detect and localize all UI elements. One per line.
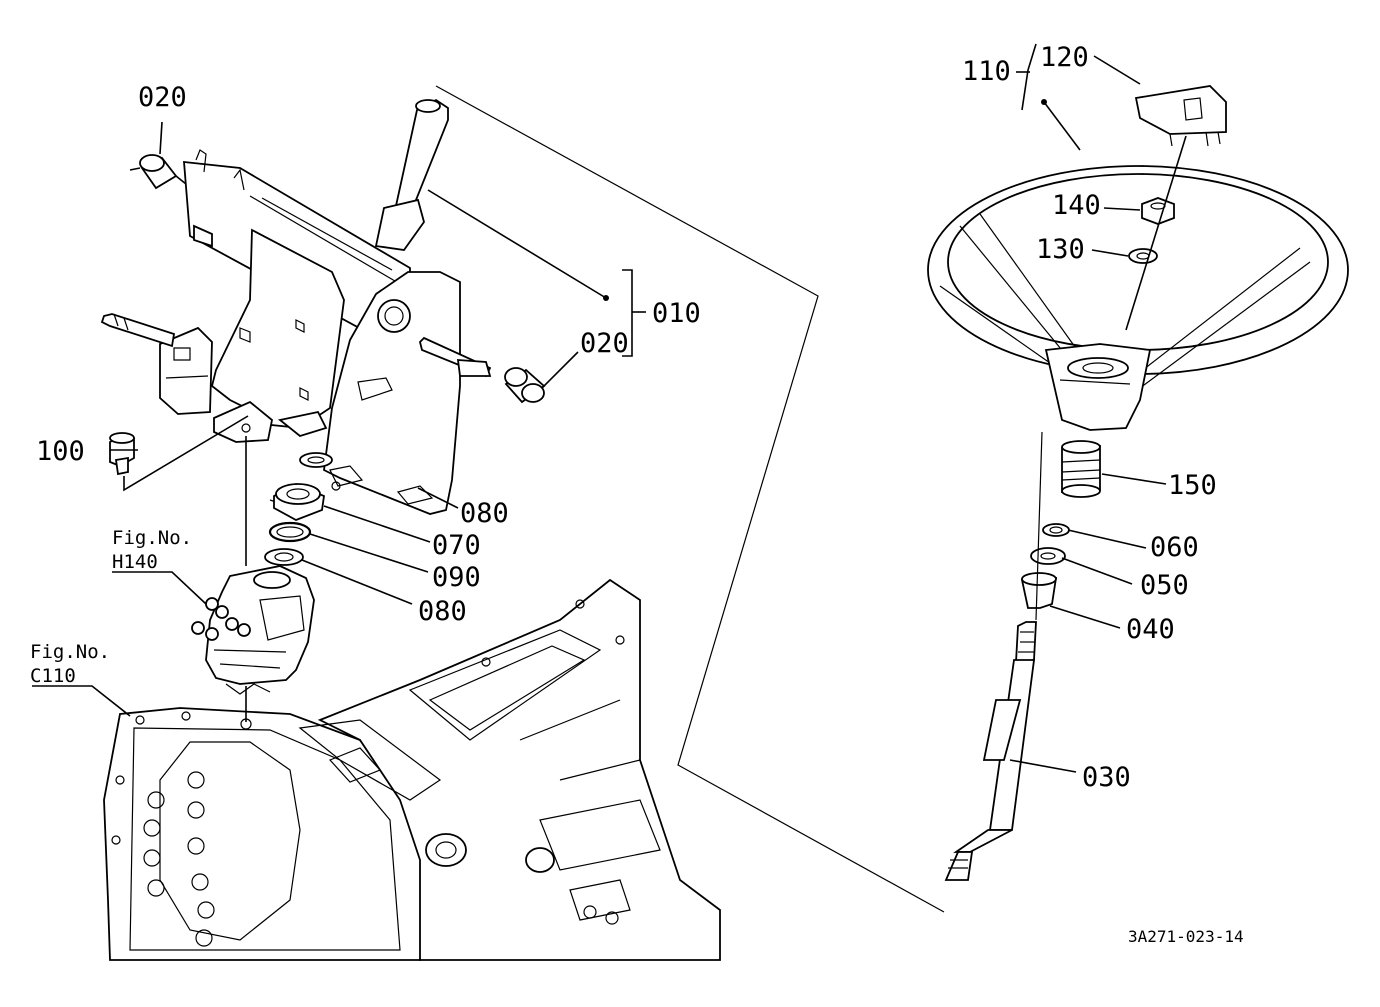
callout-130: 130	[1036, 234, 1085, 265]
callout-030: 030	[1082, 762, 1131, 793]
figure-ref-h140-prefix: Fig.No.	[112, 527, 192, 549]
steering-shaft	[944, 431, 1043, 881]
callout-100: 100	[36, 436, 85, 467]
horn-cap	[1134, 85, 1227, 147]
figure-ref-h140: Fig.No. H140	[112, 527, 192, 573]
callout-050: 050	[1140, 570, 1189, 601]
steering-wheel	[927, 165, 1349, 431]
assembly-outline	[435, 85, 945, 913]
washer-080-upper	[299, 452, 333, 468]
callout-020-top: 020	[138, 82, 187, 113]
spline-bush-150	[1061, 440, 1101, 498]
washer-060	[1042, 523, 1070, 537]
callout-140: 140	[1052, 190, 1101, 221]
bushing-top	[129, 154, 187, 190]
callout-120: 120	[1040, 42, 1089, 73]
figure-ref-c110-number: C110	[30, 665, 76, 687]
nut-140	[1141, 197, 1175, 225]
washer-050	[1030, 547, 1066, 565]
power-steering-unit	[191, 565, 315, 695]
figure-ref-c110-prefix: Fig.No.	[30, 641, 110, 663]
callout-060: 060	[1150, 532, 1199, 563]
callout-090: 090	[432, 562, 481, 593]
callout-010: 010	[652, 298, 701, 329]
callout-070: 070	[432, 530, 481, 561]
leader-lines	[32, 43, 1187, 773]
callout-020-mid: 020	[580, 328, 629, 359]
callout-080-upper: 080	[460, 498, 509, 529]
bush-040	[1020, 572, 1058, 609]
snap-ring-090	[268, 521, 312, 543]
callout-150: 150	[1168, 470, 1217, 501]
drawing-code: 3A271-023-14	[1128, 927, 1244, 946]
part-callouts: 020 010 020 100 080 070 090 080 110 120 …	[36, 42, 1217, 793]
callout-040: 040	[1126, 614, 1175, 645]
bushing-mid	[504, 367, 546, 404]
washer-080-lower	[264, 548, 304, 566]
transmission-housing	[103, 578, 721, 961]
callout-080-lower: 080	[418, 596, 467, 627]
washer-130	[1128, 248, 1158, 264]
figure-ref-c110: Fig.No. C110	[30, 641, 110, 687]
bearing-070	[273, 483, 325, 521]
callout-110: 110	[962, 56, 1011, 87]
steering-column-bracket	[100, 98, 492, 515]
figure-ref-h140-number: H140	[112, 551, 158, 573]
